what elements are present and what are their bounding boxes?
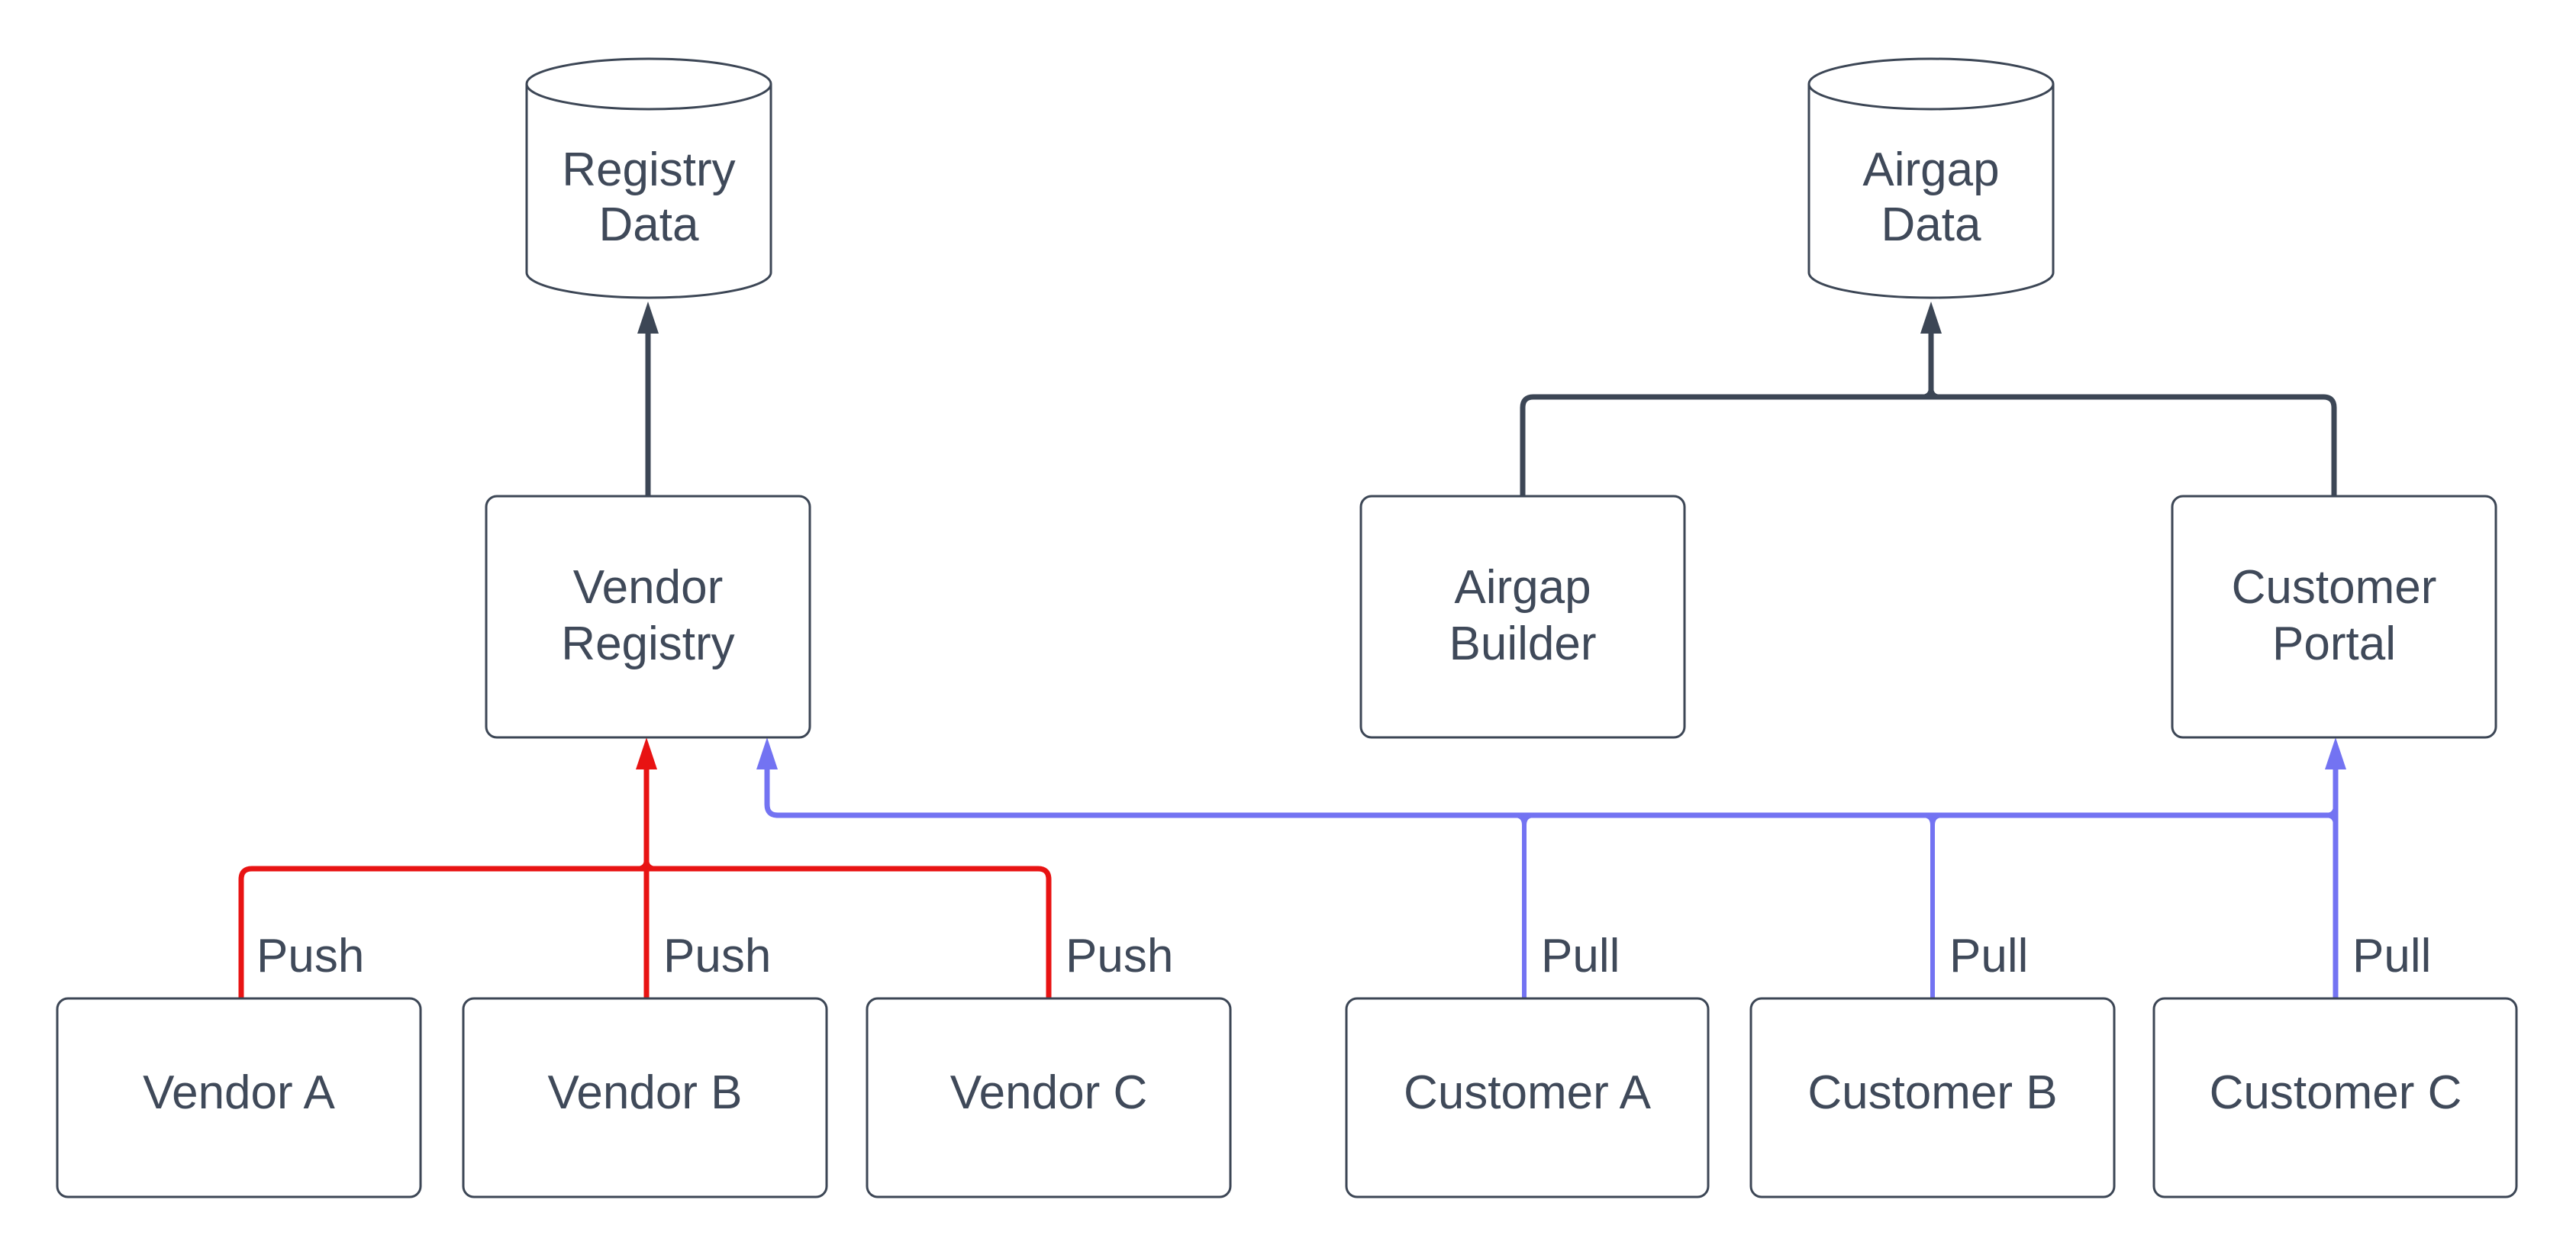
node-customer-portal: Customer Portal xyxy=(2171,495,2497,739)
cylinder-top xyxy=(1807,57,2055,111)
cylinder-top xyxy=(525,57,772,111)
node-label: Vendor C xyxy=(950,1066,1148,1119)
node-vendor-registry: Vendor Registry xyxy=(485,495,811,739)
box-outline xyxy=(56,997,422,1198)
node-label: Customer B xyxy=(1807,1066,2057,1119)
node-label: Customer A xyxy=(1404,1066,1652,1119)
pull-label-customer-b: Pull xyxy=(1949,930,2028,982)
edge-vendors-push-to-vendor-registry: Push Push Push xyxy=(238,737,1173,998)
box-outline xyxy=(1359,495,1686,739)
pull-label-customer-c: Pull xyxy=(2352,930,2431,982)
node-label: Vendor xyxy=(573,561,724,614)
junction-fillet xyxy=(1929,386,1942,399)
junction-fillet xyxy=(2325,813,2338,826)
node-label: Airgap xyxy=(1454,561,1591,614)
node-label: Builder xyxy=(1449,618,1597,670)
node-label: Registry xyxy=(561,618,734,670)
node-vendor-b: Vendor B xyxy=(462,997,828,1198)
node-label: Airgap xyxy=(1862,144,1999,196)
node-label: Registry xyxy=(562,144,735,196)
edge-line xyxy=(764,768,2336,818)
edge-line xyxy=(1520,394,2337,496)
arrowhead-up-icon xyxy=(636,737,657,769)
node-customer-c: Customer C xyxy=(2152,997,2518,1198)
box-outline xyxy=(2171,495,2497,739)
node-airgap-data: Airgap Data xyxy=(1807,57,2055,299)
box-outline xyxy=(2152,997,2518,1198)
box-outline xyxy=(1749,997,2116,1198)
cylinder-body xyxy=(1807,84,2055,299)
junction-fillet xyxy=(644,858,657,871)
push-label-vendor-c: Push xyxy=(1066,930,1173,982)
box-outline xyxy=(1345,997,1710,1198)
junction-fillet xyxy=(1522,813,1535,826)
node-registry-data: Registry Data xyxy=(525,57,772,299)
push-label-vendor-a: Push xyxy=(256,930,364,982)
junction-fillet xyxy=(1930,813,1943,826)
node-vendor-a: Vendor A xyxy=(56,997,422,1198)
push-label-vendor-b: Push xyxy=(663,930,771,982)
node-label: Vendor B xyxy=(547,1066,742,1119)
box-outline xyxy=(485,495,811,739)
edge-customers-pull: Pull Pull Pull xyxy=(756,737,2431,998)
arrowhead-up-icon xyxy=(1920,302,1942,334)
node-customer-b: Customer B xyxy=(1749,997,2116,1198)
node-label: Data xyxy=(1881,198,1981,251)
node-airgap-builder: Airgap Builder xyxy=(1359,495,1686,739)
node-customer-a: Customer A xyxy=(1345,997,1710,1198)
node-label: Customer xyxy=(2232,561,2437,614)
node-label: Data xyxy=(599,198,699,251)
arrowhead-up-icon xyxy=(2325,737,2346,769)
cylinder-body xyxy=(525,84,772,299)
pull-label-customer-a: Pull xyxy=(1541,930,1620,982)
arrowhead-up-icon xyxy=(637,302,659,334)
node-label: Vendor A xyxy=(143,1066,335,1119)
edge-builders-to-airgap-data xyxy=(1520,302,2337,496)
box-outline xyxy=(866,997,1232,1198)
arrowhead-up-icon xyxy=(756,737,778,769)
node-vendor-c: Vendor C xyxy=(866,997,1232,1198)
box-outline xyxy=(462,997,828,1198)
edge-vendor-registry-to-registry-data xyxy=(637,302,659,496)
node-label: Portal xyxy=(2272,618,2396,670)
node-label: Customer C xyxy=(2210,1066,2462,1119)
